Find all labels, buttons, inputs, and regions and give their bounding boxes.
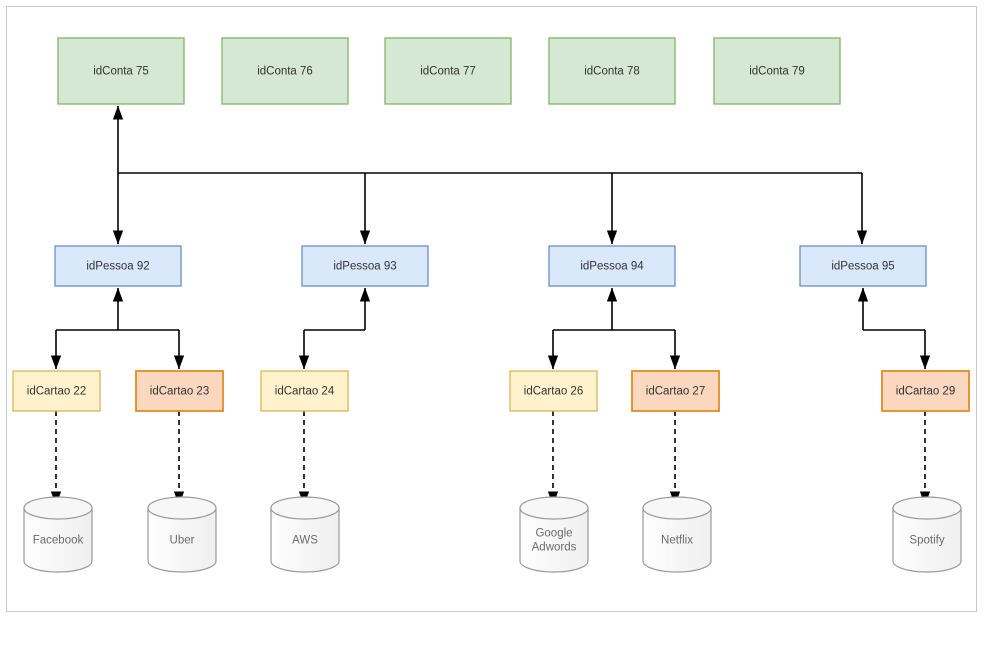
node-pessoa-93[interactable]: idPessoa 93: [301, 245, 429, 287]
node-pessoa-94[interactable]: idPessoa 94: [548, 245, 676, 287]
cylinder-body-db-aws[interactable]: [270, 507, 340, 573]
cylinder-top-db-netflix: [642, 496, 712, 520]
cylinder-body-db-uber[interactable]: [147, 507, 217, 573]
node-db-netflix[interactable]: Netflix: [642, 496, 712, 573]
node-cartao-23[interactable]: idCartao 23: [135, 370, 224, 412]
pessoa-95-cards: [857, 287, 931, 370]
cylinder-body-db-facebook[interactable]: [23, 507, 93, 573]
node-cartao-24[interactable]: idCartao 24: [260, 370, 349, 412]
connectors-layer: [50, 105, 931, 506]
cylinder-body-db-spotify[interactable]: [892, 507, 962, 573]
node-conta-77[interactable]: idConta 77: [384, 37, 512, 105]
node-cartao-29[interactable]: idCartao 29: [881, 370, 970, 412]
node-box-conta-78[interactable]: [548, 37, 676, 105]
node-cartao-26[interactable]: idCartao 26: [509, 370, 598, 412]
node-box-cartao-22[interactable]: [12, 370, 101, 412]
node-db-spotify[interactable]: Spotify: [892, 496, 962, 573]
node-conta-76[interactable]: idConta 76: [221, 37, 349, 105]
node-box-cartao-26[interactable]: [509, 370, 598, 412]
node-box-cartao-23[interactable]: [135, 370, 224, 412]
node-box-pessoa-95[interactable]: [799, 245, 927, 287]
node-db-aws[interactable]: AWS: [270, 496, 340, 573]
pessoa-94-cards: [547, 287, 681, 370]
node-db-uber[interactable]: Uber: [147, 496, 217, 573]
node-pessoa-95[interactable]: idPessoa 95: [799, 245, 927, 287]
node-box-cartao-24[interactable]: [260, 370, 349, 412]
node-conta-75[interactable]: idConta 75: [57, 37, 185, 105]
node-cartao-22[interactable]: idCartao 22: [12, 370, 101, 412]
cylinder-top-db-google-adwords: [519, 496, 589, 520]
node-box-pessoa-92[interactable]: [54, 245, 182, 287]
node-conta-78[interactable]: idConta 78: [548, 37, 676, 105]
cylinder-body-db-netflix[interactable]: [642, 507, 712, 573]
nodes-layer: idConta 75 idConta 76 idConta 77 idConta 78…: [12, 37, 970, 573]
node-box-conta-77[interactable]: [384, 37, 512, 105]
conta-75-to-pessoa-bus: [112, 105, 868, 245]
node-box-conta-75[interactable]: [57, 37, 185, 105]
cylinder-top-db-facebook: [23, 496, 93, 520]
node-conta-79[interactable]: idConta 79: [713, 37, 841, 105]
node-pessoa-92[interactable]: idPessoa 92: [54, 245, 182, 287]
node-db-facebook[interactable]: Facebook: [23, 496, 93, 573]
node-box-cartao-27[interactable]: [631, 370, 720, 412]
cylinder-top-db-aws: [270, 496, 340, 520]
node-cartao-27[interactable]: idCartao 27: [631, 370, 720, 412]
node-box-conta-76[interactable]: [221, 37, 349, 105]
node-box-pessoa-93[interactable]: [301, 245, 429, 287]
cylinder-body-db-google-adwords[interactable]: [519, 507, 589, 573]
canvas-frame: [6, 6, 977, 612]
node-box-cartao-29[interactable]: [881, 370, 970, 412]
node-box-pessoa-94[interactable]: [548, 245, 676, 287]
node-box-conta-79[interactable]: [713, 37, 841, 105]
cylinder-top-db-uber: [147, 496, 217, 520]
pessoa-93-cards: [298, 287, 371, 370]
cylinder-top-db-spotify: [892, 496, 962, 520]
pessoa-92-cards: [50, 287, 185, 370]
